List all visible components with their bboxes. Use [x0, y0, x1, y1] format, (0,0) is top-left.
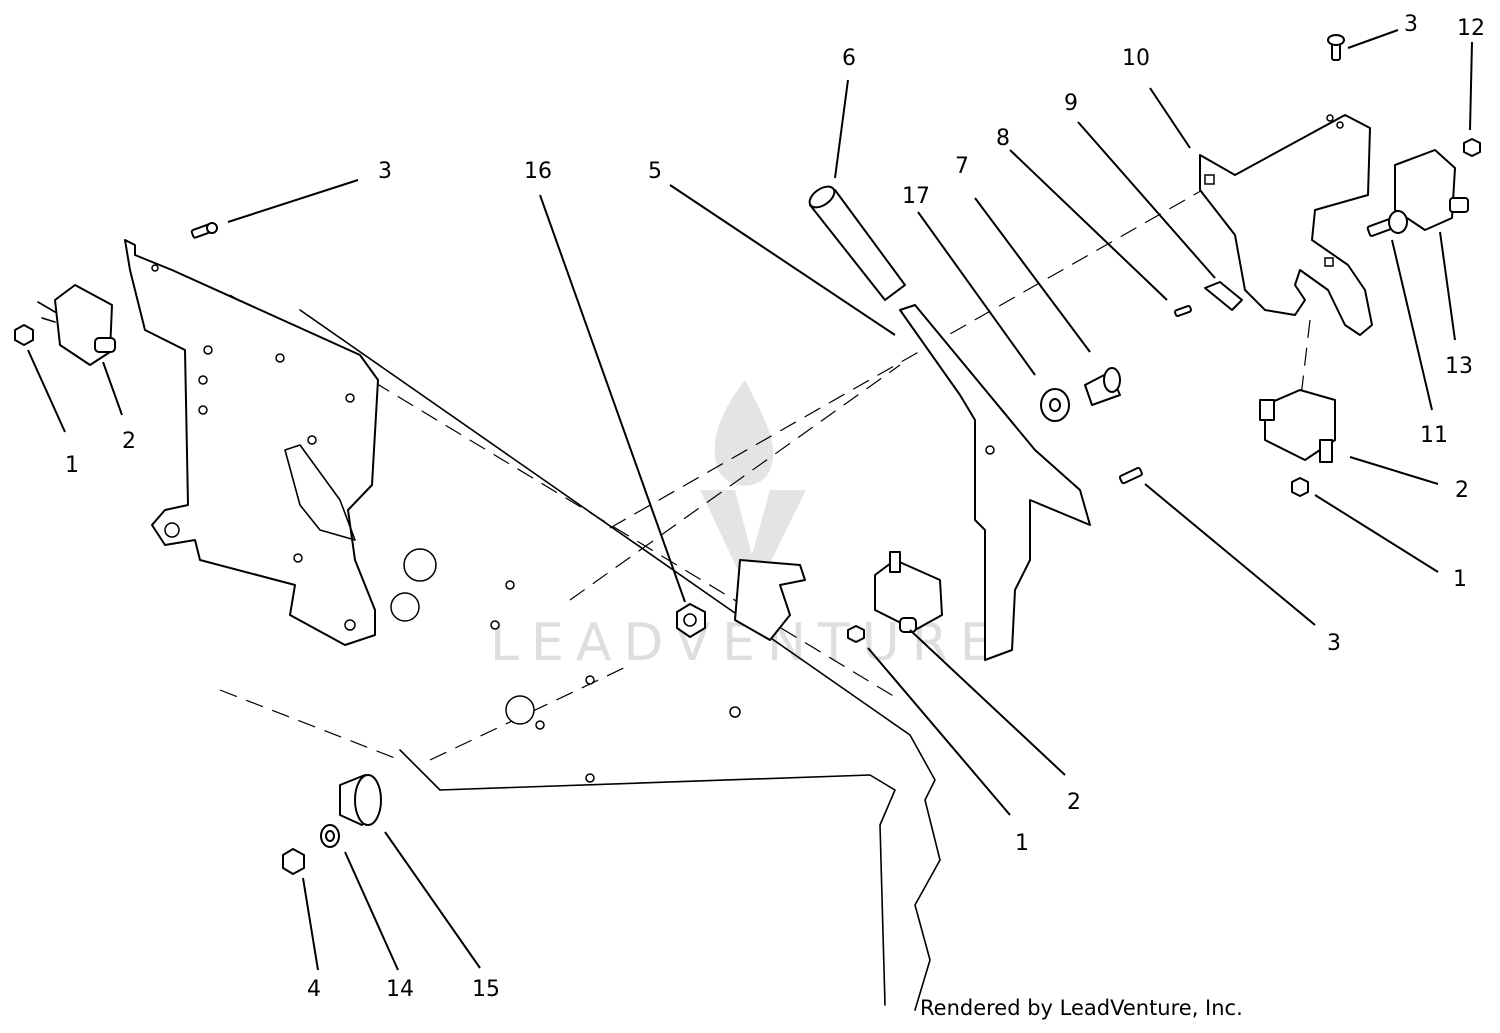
lever-clip — [734, 559, 806, 641]
control-lever — [899, 304, 1091, 661]
callout-16: 16 — [524, 159, 552, 184]
center-nut — [676, 603, 706, 638]
alignment-lines — [219, 179, 1311, 761]
callout-numbers: 1 2 3 16 5 6 17 7 8 9 10 3 12 13 11 2 1 … — [65, 12, 1485, 1002]
callout-13: 13 — [1445, 354, 1473, 379]
callout-1-left: 1 — [65, 453, 79, 478]
right-nut-12 — [1463, 138, 1481, 157]
render-credit: Rendered by LeadVenture, Inc. — [920, 996, 1243, 1020]
right-switch-2 — [1259, 389, 1336, 463]
callout-1-center: 1 — [1015, 831, 1029, 856]
callout-2-left: 2 — [122, 429, 136, 454]
bottom-nut — [282, 848, 305, 875]
center-switch — [874, 551, 943, 633]
callout-5: 5 — [648, 159, 662, 184]
callout-8: 8 — [996, 126, 1010, 151]
callout-4: 4 — [307, 977, 321, 1002]
top-right-screw — [1327, 34, 1345, 61]
center-screw — [1118, 466, 1143, 485]
callout-6: 6 — [842, 46, 856, 71]
lever-washer — [1040, 388, 1070, 422]
main-frame-panel — [293, 309, 941, 1011]
callout-3-right: 3 — [1327, 631, 1341, 656]
callout-15: 15 — [472, 977, 500, 1002]
leader-lines — [27, 29, 1473, 971]
leadventure-watermark-logo: LEADVENTURE — [490, 380, 993, 673]
right-bracket — [1199, 114, 1373, 336]
callout-3-left: 3 — [378, 159, 392, 184]
left-nut — [14, 324, 34, 346]
callout-12: 12 — [1457, 16, 1485, 41]
callout-1-right: 1 — [1453, 567, 1467, 592]
callout-17: 17 — [902, 184, 930, 209]
center-nut-small — [847, 625, 865, 643]
callout-14: 14 — [386, 977, 414, 1002]
left-mounting-bracket — [124, 239, 379, 646]
callout-2-center: 2 — [1067, 790, 1081, 815]
left-screw — [190, 222, 218, 239]
bottom-washer — [320, 824, 340, 848]
key-9 — [1204, 281, 1243, 311]
small-screw-8 — [1174, 305, 1192, 317]
callout-9: 9 — [1064, 91, 1078, 116]
right-switch-13 — [1394, 149, 1469, 231]
right-screw-11 — [1366, 210, 1408, 237]
lever-grip — [808, 185, 906, 301]
lever-bolt — [1084, 367, 1121, 406]
callout-2-right: 2 — [1455, 478, 1469, 503]
left-switch — [37, 284, 116, 366]
callout-11: 11 — [1420, 423, 1448, 448]
callout-3-top-right: 3 — [1404, 12, 1418, 37]
callout-7: 7 — [955, 154, 969, 179]
callout-10: 10 — [1122, 46, 1150, 71]
bushing — [339, 774, 382, 826]
right-nut-1 — [1291, 477, 1309, 497]
